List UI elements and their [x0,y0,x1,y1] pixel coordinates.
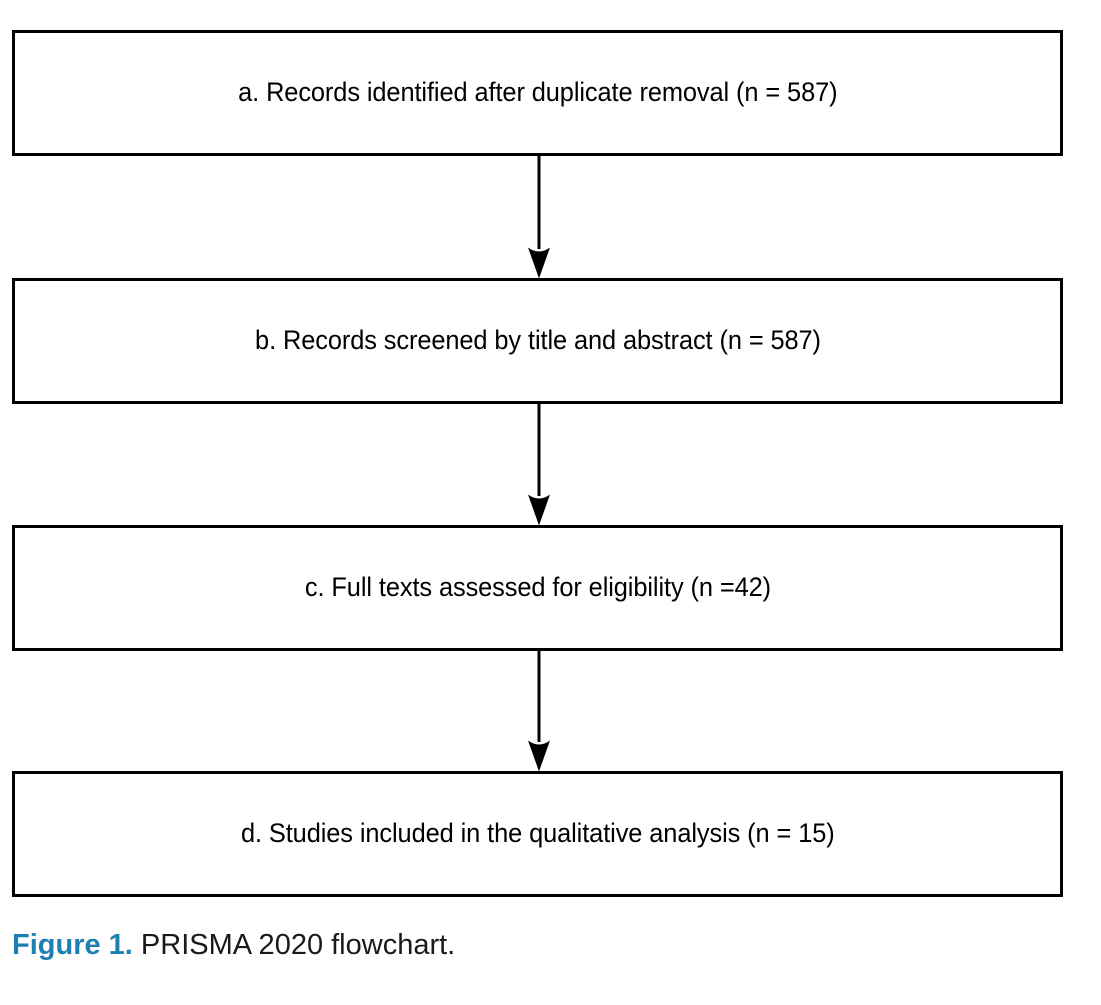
flowchart-node-d-label: d. Studies included in the qualitative a… [240,818,835,849]
flowchart-arrow-b-to-c [0,404,1101,526]
figure-caption: Figure 1. PRISMA 2020 flowchart. [12,925,1072,965]
flowchart-node-a: a. Records identified after duplicate re… [12,30,1063,156]
flowchart-arrow-a-to-b [0,156,1101,279]
flowchart-node-c-label: c. Full texts assessed for eligibility (… [304,572,771,603]
flowchart-arrow-c-to-d [0,650,1101,772]
flowchart-node-d: d. Studies included in the qualitative a… [12,771,1063,897]
figure-caption-number: Figure 1. [12,929,133,961]
flowchart-node-c: c. Full texts assessed for eligibility (… [12,525,1063,651]
flowchart-node-a-label: a. Records identified after duplicate re… [237,77,838,108]
flowchart-node-b-label: b. Records screened by title and abstrac… [254,325,821,356]
flowchart-node-b: b. Records screened by title and abstrac… [12,278,1063,404]
figure-caption-text: PRISMA 2020 flowchart. [132,929,456,961]
